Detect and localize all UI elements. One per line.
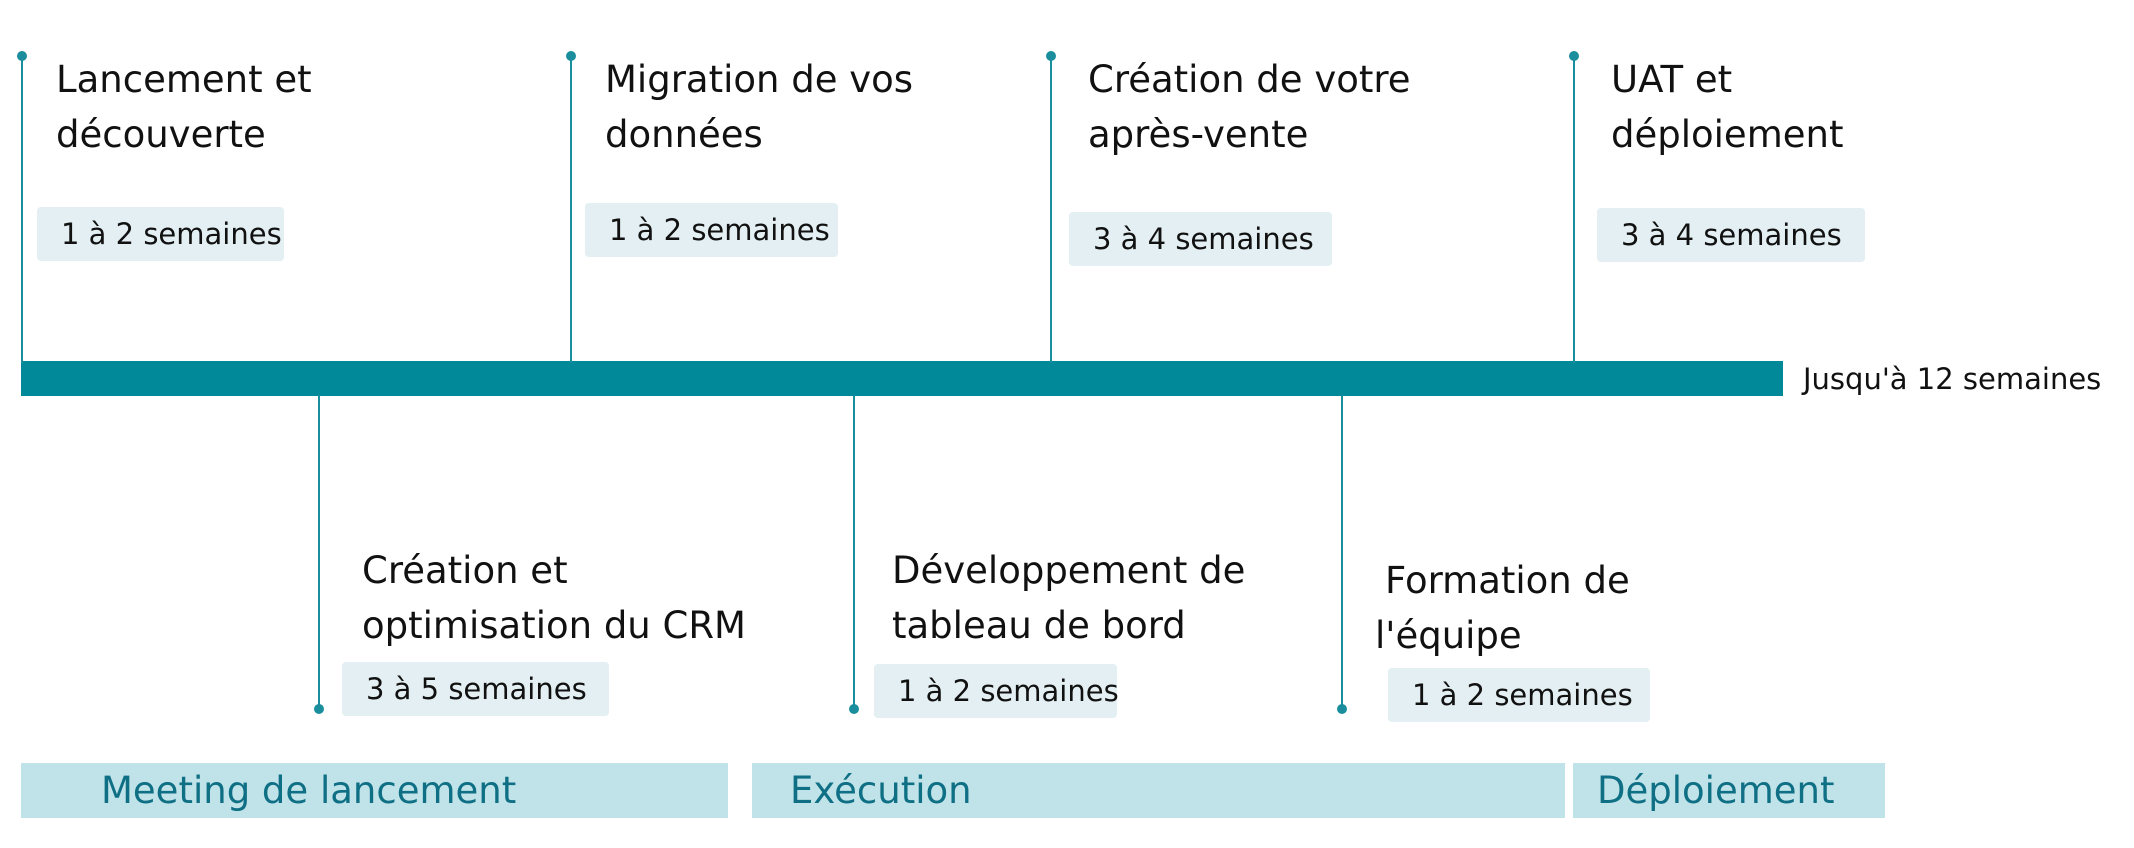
milestone-title: Lancement et découverte bbox=[56, 52, 312, 162]
milestone-title: Création de votre après-vente bbox=[1088, 52, 1411, 162]
milestone-title: Développement de tableau de bord bbox=[892, 543, 1245, 653]
milestone-stem bbox=[853, 395, 855, 709]
milestone-title-line: optimisation du CRM bbox=[362, 604, 746, 647]
milestone-title-line: données bbox=[605, 113, 763, 156]
milestone-title-line: découverte bbox=[56, 113, 266, 156]
milestone-marker-dot bbox=[314, 704, 324, 714]
milestone-title-line: Migration de vos bbox=[605, 58, 914, 101]
duration-badge: 3 à 5 semaines bbox=[342, 662, 609, 716]
phase-band-deployment: Déploiement bbox=[1573, 763, 1885, 818]
duration-badge: 1 à 2 semaines bbox=[37, 207, 284, 261]
milestone-title-line: déploiement bbox=[1611, 113, 1844, 156]
timeline-end-label: Jusqu'à 12 semaines bbox=[1803, 362, 2102, 396]
milestone-title-line: après-vente bbox=[1088, 113, 1309, 156]
milestone-title-line: Création de votre bbox=[1088, 58, 1411, 101]
milestone-title: Formation de l'équipe bbox=[1375, 553, 1630, 663]
milestone-stem bbox=[1050, 56, 1052, 363]
duration-badge: 1 à 2 semaines bbox=[874, 664, 1119, 718]
milestone-stem bbox=[21, 56, 23, 363]
milestone-title-line: Formation de bbox=[1385, 559, 1630, 602]
milestone-title-line: Création et bbox=[362, 549, 568, 592]
milestone-stem bbox=[1573, 56, 1575, 363]
timeline-axis bbox=[21, 361, 1783, 396]
duration-badge: 1 à 2 semaines bbox=[585, 203, 838, 257]
phase-band-execution: Exécution bbox=[752, 763, 1565, 818]
milestone-title: Migration de vos données bbox=[605, 52, 913, 162]
milestone-stem bbox=[1341, 395, 1343, 709]
milestone-title-line: Développement de bbox=[892, 549, 1246, 592]
phase-band-kickoff: Meeting de lancement bbox=[21, 763, 728, 818]
duration-badge: 3 à 4 semaines bbox=[1597, 208, 1865, 262]
milestone-stem bbox=[570, 56, 572, 363]
milestone-title-line: UAT et bbox=[1611, 58, 1733, 101]
duration-badge: 1 à 2 semaines bbox=[1388, 668, 1650, 722]
milestone-marker-dot bbox=[1337, 704, 1347, 714]
milestone-title-line: tableau de bord bbox=[892, 604, 1186, 647]
milestone-title: Création et optimisation du CRM bbox=[362, 543, 746, 653]
milestone-title-line: l'équipe bbox=[1375, 614, 1522, 657]
milestone-title-line: Lancement et bbox=[56, 58, 312, 101]
milestone-marker-dot bbox=[849, 704, 859, 714]
milestone-stem bbox=[318, 395, 320, 709]
milestone-title: UAT et déploiement bbox=[1611, 52, 1843, 162]
duration-badge: 3 à 4 semaines bbox=[1069, 212, 1332, 266]
